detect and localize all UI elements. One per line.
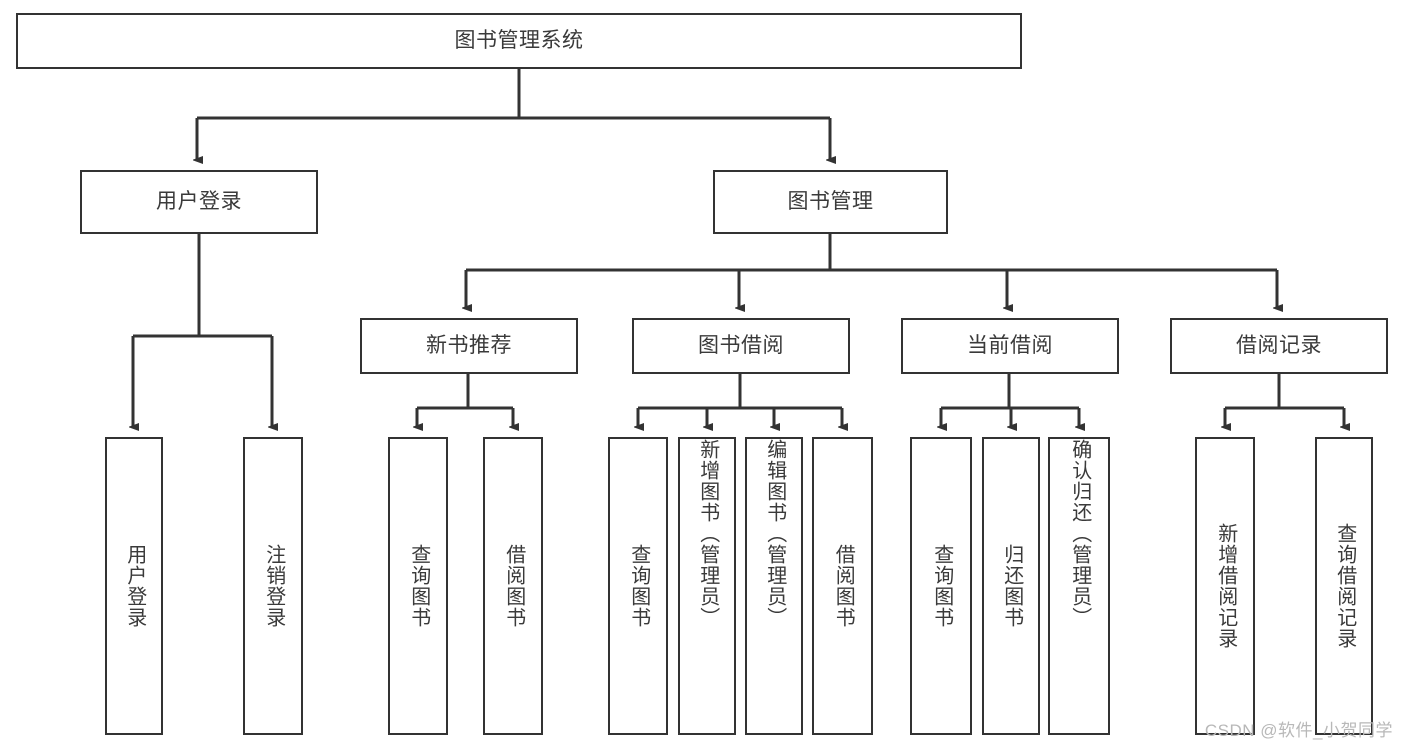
node-borrow-record-label: 借阅记录: [1236, 333, 1322, 357]
node-leaf-return-book[interactable]: 归还图书: [982, 437, 1040, 735]
node-new-book-rec[interactable]: 新书推荐: [360, 318, 578, 374]
node-leaf-query-book-1[interactable]: 查询图书: [388, 437, 448, 735]
node-book-manage[interactable]: 图书管理: [713, 170, 948, 234]
node-leaf-add-book-label: 新增图书（管理员）: [696, 439, 719, 628]
node-leaf-borrow-book-1[interactable]: 借阅图书: [483, 437, 543, 735]
node-leaf-logout[interactable]: 注销登录: [243, 437, 303, 735]
node-borrow-record[interactable]: 借阅记录: [1170, 318, 1388, 374]
watermark: CSDN @软件_小贺同学: [1204, 721, 1393, 740]
node-leaf-confirm-return-label: 确认归还（管理员）: [1068, 439, 1091, 628]
node-leaf-user-login[interactable]: 用户登录: [105, 437, 163, 735]
node-leaf-query-record-label: 查询借阅记录: [1333, 523, 1356, 649]
node-leaf-edit-book[interactable]: 编辑图书（管理员）: [745, 437, 803, 735]
node-leaf-query-book-1-label: 查询图书: [407, 544, 430, 628]
node-leaf-query-book-2[interactable]: 查询图书: [608, 437, 668, 735]
node-leaf-return-book-label: 归还图书: [1000, 544, 1023, 628]
node-book-manage-label: 图书管理: [787, 189, 874, 213]
node-leaf-query-record[interactable]: 查询借阅记录: [1315, 437, 1373, 735]
node-book-borrow[interactable]: 图书借阅: [632, 318, 850, 374]
node-root-label: 图书管理系统: [454, 28, 584, 52]
node-leaf-confirm-return[interactable]: 确认归还（管理员）: [1048, 437, 1110, 735]
node-leaf-add-book[interactable]: 新增图书（管理员）: [678, 437, 736, 735]
node-leaf-edit-book-label: 编辑图书（管理员）: [763, 439, 786, 628]
node-user-login-label: 用户登录: [156, 189, 242, 213]
node-leaf-add-record[interactable]: 新增借阅记录: [1195, 437, 1255, 735]
node-leaf-borrow-book-1-label: 借阅图书: [502, 544, 525, 628]
node-leaf-query-book-2-label: 查询图书: [627, 544, 650, 628]
node-leaf-user-login-label: 用户登录: [123, 544, 146, 628]
node-leaf-query-book-3[interactable]: 查询图书: [910, 437, 972, 735]
node-root[interactable]: 图书管理系统: [16, 13, 1022, 69]
node-leaf-logout-label: 注销登录: [262, 544, 285, 628]
node-current-borrow[interactable]: 当前借阅: [901, 318, 1119, 374]
node-current-borrow-label: 当前借阅: [967, 333, 1053, 357]
node-leaf-borrow-book-2-label: 借阅图书: [832, 544, 855, 628]
node-leaf-add-record-label: 新增借阅记录: [1214, 523, 1237, 649]
node-book-borrow-label: 图书借阅: [698, 333, 784, 357]
node-user-login[interactable]: 用户登录: [80, 170, 318, 234]
node-leaf-borrow-book-2[interactable]: 借阅图书: [812, 437, 873, 735]
node-leaf-query-book-3-label: 查询图书: [930, 544, 953, 628]
node-new-book-rec-label: 新书推荐: [426, 333, 512, 357]
